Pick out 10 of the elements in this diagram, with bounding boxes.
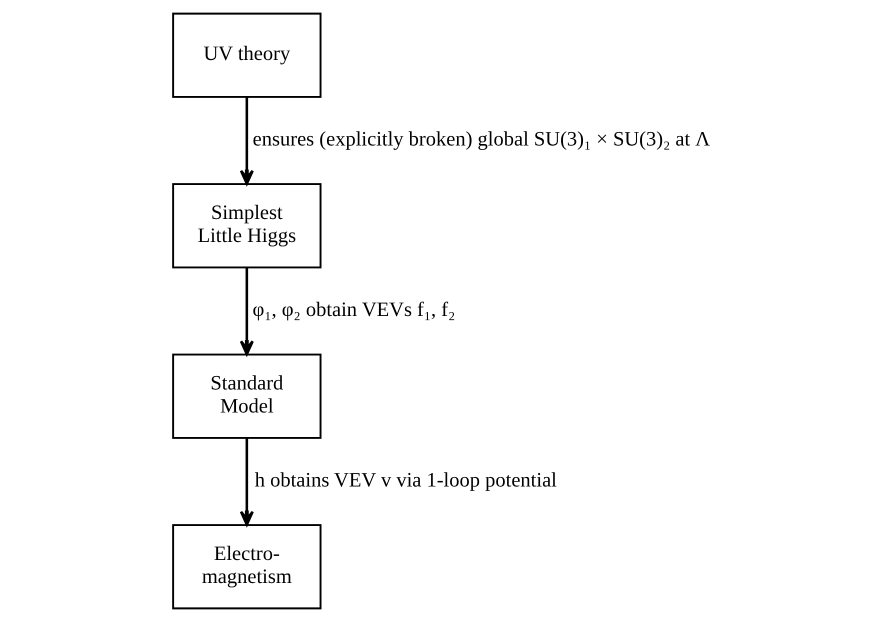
edge-label: ensures (explicitly broken) global SU(3)₁ × SU(3)₂ at Λ <box>252 128 710 150</box>
arrow <box>239 268 254 356</box>
edge-label: φ₁, φ₂ obtain VEVs f₁, f₂ <box>252 298 455 321</box>
arrow <box>239 438 254 526</box>
arrow <box>239 97 254 185</box>
edge-label: h obtains VEV v via 1-loop potential <box>254 469 556 492</box>
node-box: Electro- magnetism <box>172 524 321 610</box>
node-box: Standard Model <box>172 354 321 439</box>
node-box: Simplest Little Higgs <box>172 183 321 268</box>
node-box: UV theory <box>172 12 321 98</box>
